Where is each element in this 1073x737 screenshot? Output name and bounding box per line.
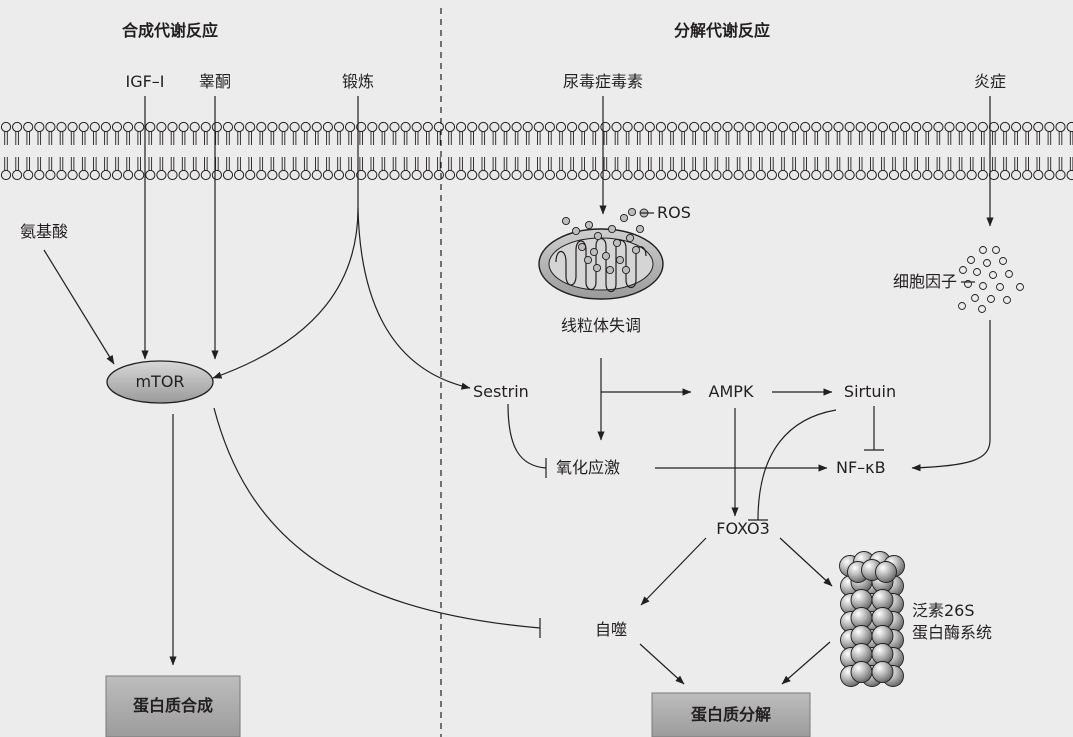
ros-particle: [578, 243, 585, 250]
cytokine-particle: [968, 257, 975, 264]
cytokine-particle: [993, 247, 1000, 254]
mitochondria-label: 线粒体失调: [561, 318, 641, 334]
cytokine-particle: [997, 284, 1004, 291]
ros-particle: [632, 246, 639, 253]
ros-particle: [590, 248, 597, 255]
mtor-label: mTOR: [135, 374, 184, 390]
ros-particle: [602, 252, 609, 259]
nfkb-label: NF–κB: [836, 460, 886, 476]
cytokine-particle: [988, 296, 995, 303]
anabolic-header: 合成代谢反应: [122, 23, 218, 39]
arrow-foxo3-autophagy: [641, 538, 706, 605]
cytokine-particle: [960, 267, 967, 274]
cytokine-particle: [959, 303, 966, 310]
protein-synthesis-label: 蛋白质合成: [133, 698, 213, 714]
cytokine-particle: [980, 247, 987, 254]
ros-particle: [636, 225, 643, 232]
arrow-autophagy-degradation: [640, 644, 684, 684]
proteasome-subunit: [876, 562, 897, 583]
cytokines-label: 细胞因子: [893, 274, 957, 290]
arrow-aminoacids-mtor: [44, 250, 114, 364]
proteasome-label-line1: 泛素26S: [912, 603, 975, 619]
ampk-label: AMPK: [709, 384, 754, 400]
cytokine-particle: [990, 272, 997, 279]
inhibit-sirtuin-foxo3: [758, 410, 836, 520]
igf1-label: IGF–I: [125, 74, 164, 90]
ros-particle: [616, 256, 623, 263]
ros-particle: [622, 266, 629, 273]
cytokine-particle: [1006, 271, 1013, 278]
mitochondrion-icon: [539, 229, 663, 299]
ros-particle: [613, 239, 620, 246]
arrow-exercise-sestrin: [358, 208, 470, 388]
inhibit-mtor-autophagy: [214, 408, 540, 628]
cell-membrane: [1, 122, 1073, 179]
inflammation-label: 炎症: [974, 74, 1006, 90]
cytokine-particle: [979, 306, 986, 313]
cytokine-particle: [1017, 284, 1024, 291]
protein-degradation-label: 蛋白质分解: [691, 707, 771, 723]
proteasome-subunit: [851, 662, 872, 683]
ros-particle: [584, 256, 591, 263]
foxo3-label: FOXO3: [716, 521, 769, 537]
testosterone-label: 睾酮: [199, 74, 231, 90]
sestrin-label: Sestrin: [473, 384, 529, 400]
arrow-cytokines-nfkb: [912, 320, 990, 468]
sirtuin-label: Sirtuin: [844, 384, 896, 400]
catabolic-header: 分解代谢反应: [674, 23, 770, 39]
exercise-label: 锻炼: [342, 74, 374, 90]
oxidative-stress-label: 氧化应激: [556, 460, 620, 476]
ros-label: ROS: [657, 205, 691, 221]
arrow-proteasome-degradation: [782, 642, 830, 684]
cytokine-particles: [959, 247, 1024, 313]
proteasome-subunit: [872, 662, 893, 683]
ros-particle: [608, 225, 615, 232]
cytokine-particle: [974, 269, 981, 276]
ros-particle: [628, 208, 635, 215]
cytokine-particle: [1004, 297, 1011, 304]
arrow-foxo3-proteasome: [780, 538, 832, 586]
proteasome-icon: [840, 552, 905, 687]
autophagy-label: 自噬: [595, 622, 627, 638]
proteasome-label-line2: 蛋白酶系统: [912, 625, 992, 641]
ros-particle: [626, 234, 633, 241]
cytokine-particle: [1000, 258, 1007, 265]
arrow-exercise-mtor: [213, 208, 358, 378]
cytokine-particle: [972, 295, 979, 302]
uremic-toxins-label: 尿毒症毒素: [563, 74, 643, 90]
ros-particle: [572, 227, 579, 234]
inhibit-sestrin-oxstress: [508, 404, 546, 468]
cytokine-particle: [980, 283, 987, 290]
cytokine-particle: [984, 260, 991, 267]
ros-particle: [562, 217, 569, 224]
ros-particle: [606, 266, 613, 273]
ros-particle: [620, 214, 627, 221]
amino-acids-label: 氨基酸: [20, 224, 68, 240]
ros-particle: [585, 221, 592, 228]
ros-particle: [593, 264, 600, 271]
ros-particle: [594, 232, 601, 239]
